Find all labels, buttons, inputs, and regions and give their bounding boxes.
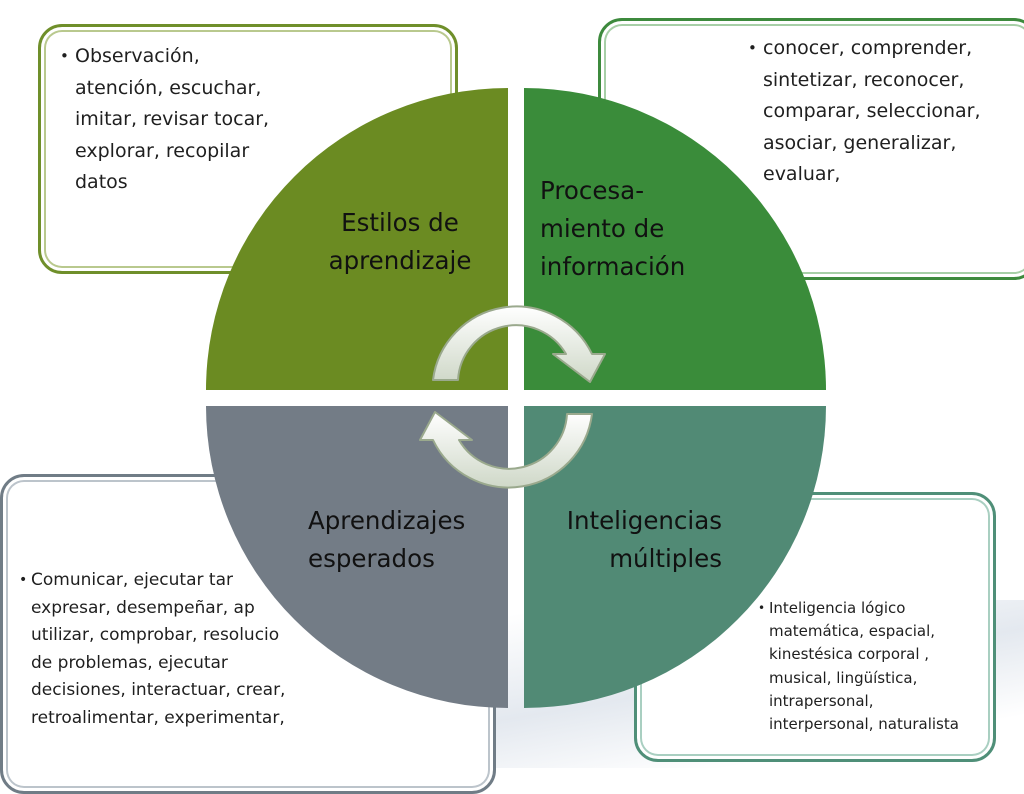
card-top-right-text: conocer, comprender,sintetizar, reconoce… <box>748 33 1024 191</box>
quadrant-wheel <box>206 88 826 708</box>
card-top-left-text: Observación,atención, escuchar,imitar, r… <box>60 41 325 199</box>
quadrant-estilos-de-aprendizaje <box>206 88 508 390</box>
quadrant-inteligencias-multiples <box>524 406 826 708</box>
quadrant-aprendizajes-esperados <box>206 406 508 708</box>
quadrant-procesamiento-de-informacion <box>524 88 826 390</box>
cycle-arrow-bottom-icon <box>419 411 593 489</box>
cycle-arrow-top-icon <box>432 305 606 383</box>
